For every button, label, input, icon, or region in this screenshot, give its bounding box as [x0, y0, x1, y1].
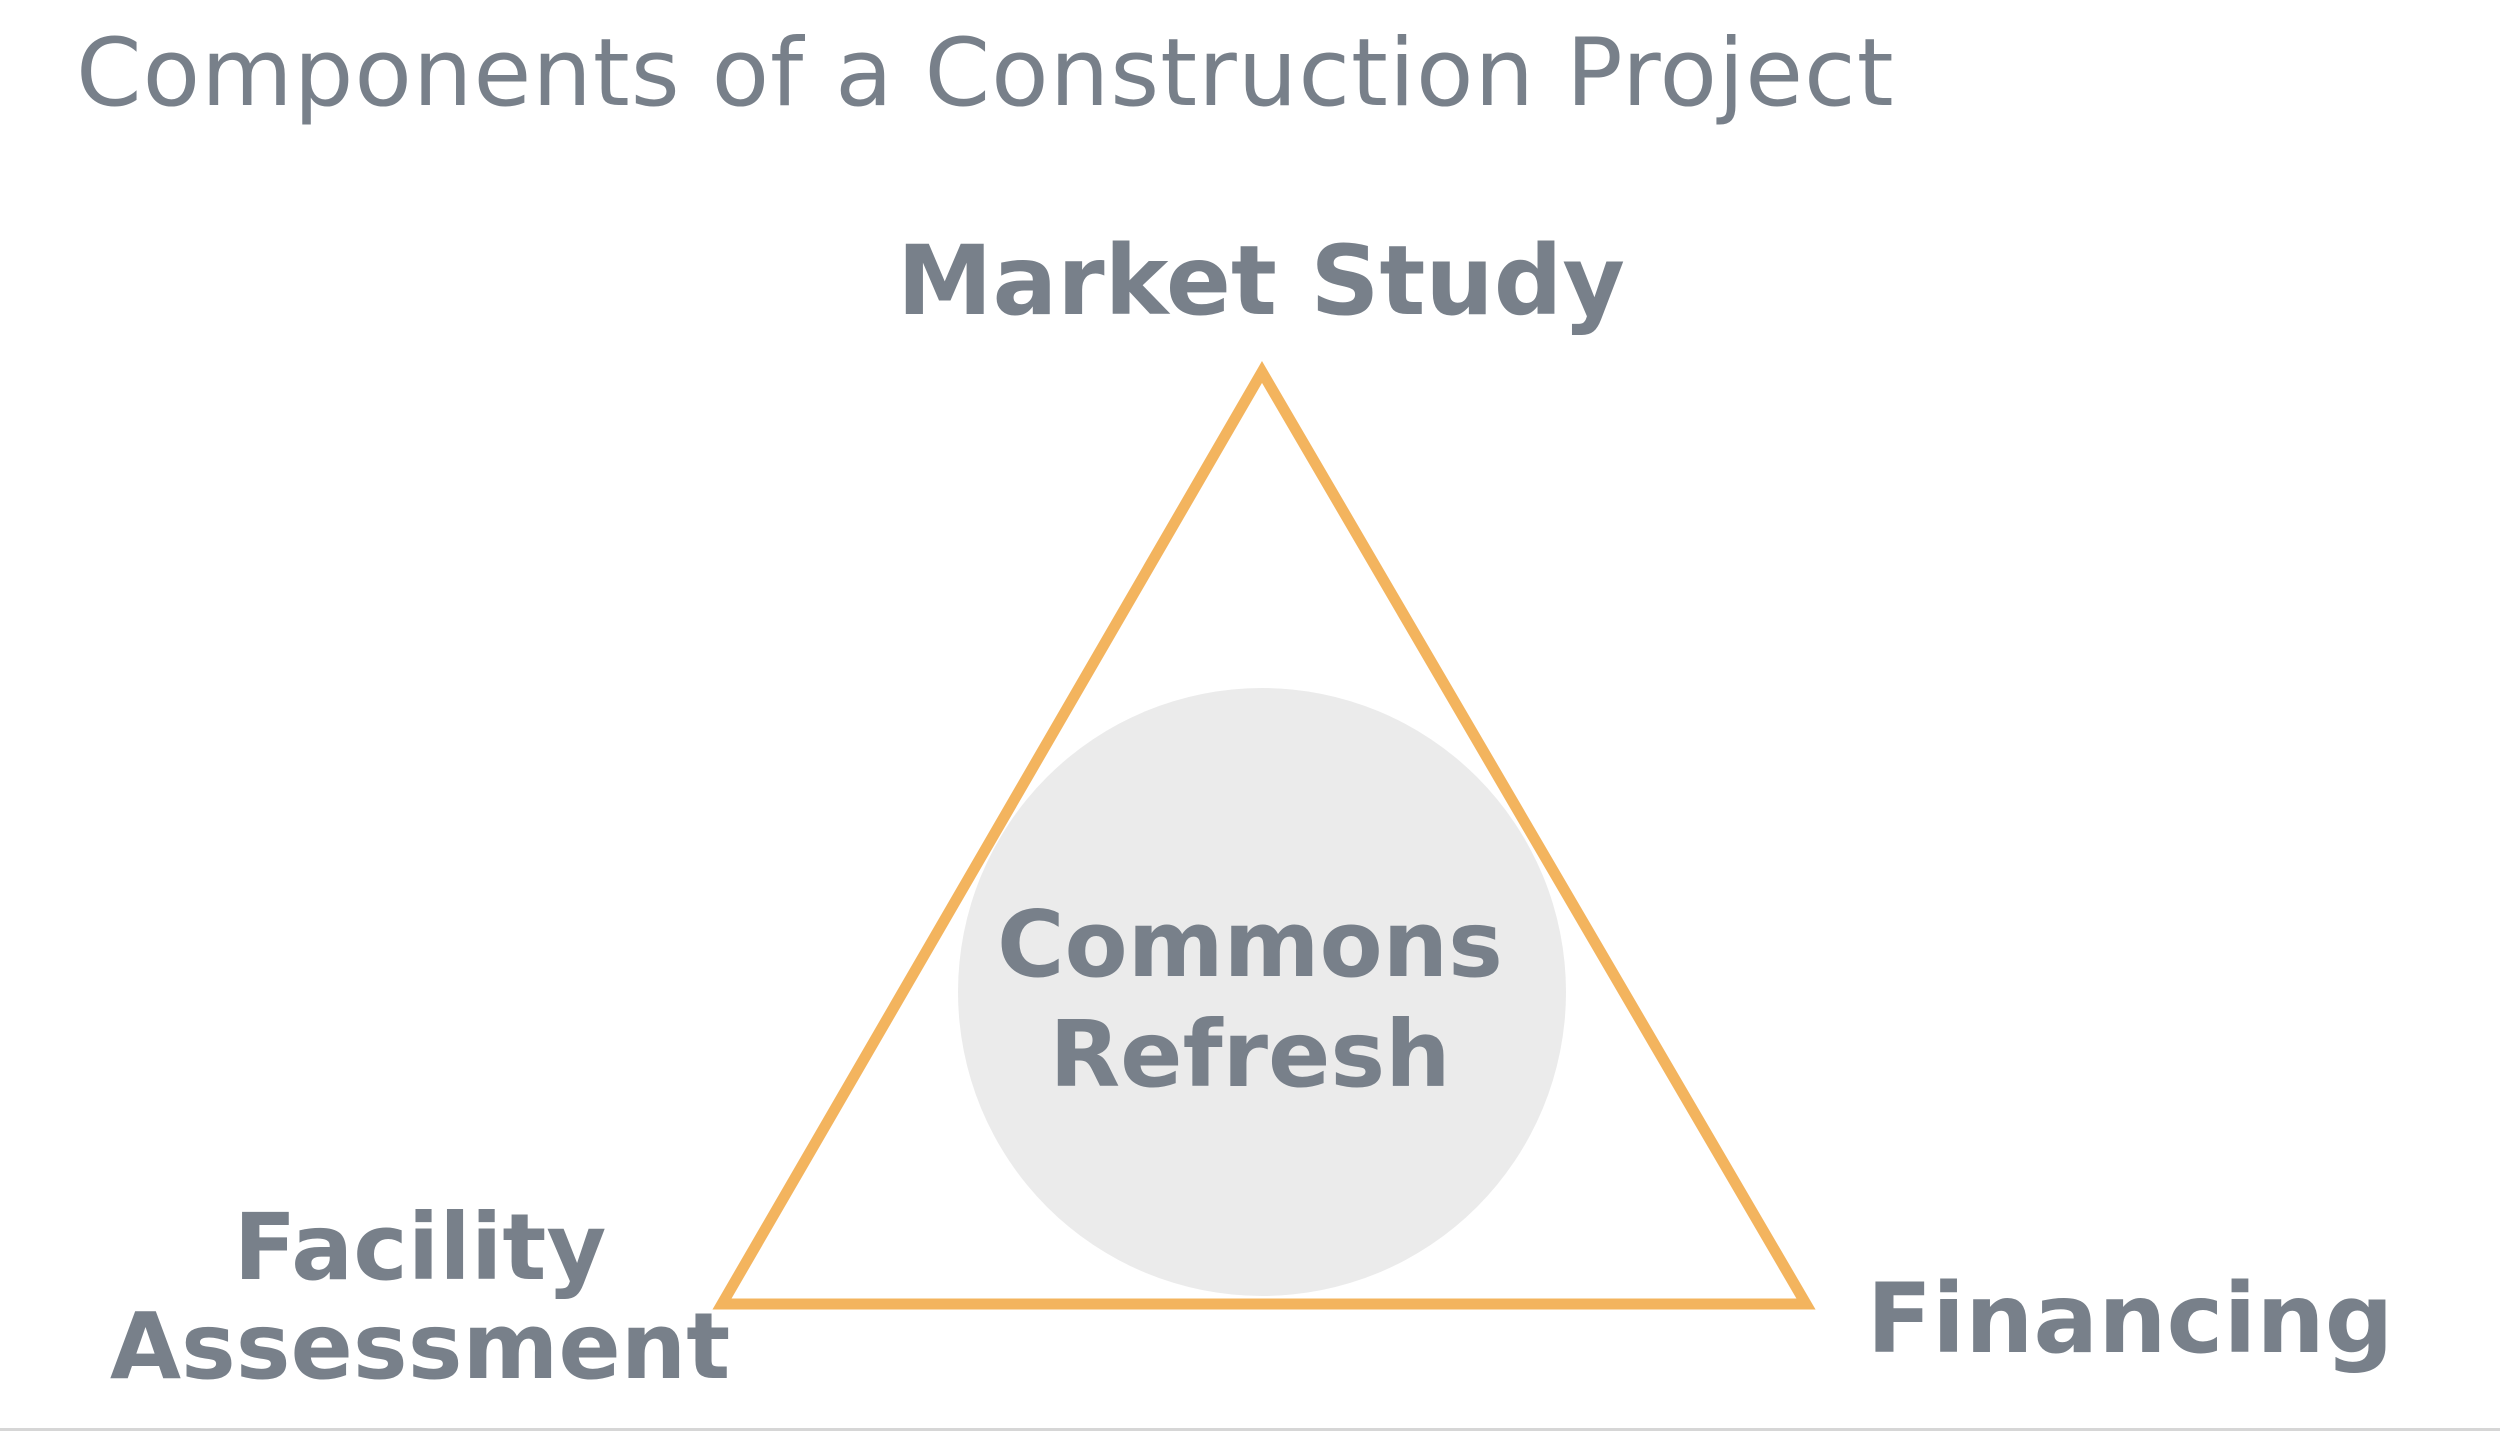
center-circle — [958, 688, 1566, 1296]
center-label-commons-refresh: Commons Refresh — [950, 890, 1550, 1111]
page-title: Components of a Construction Project — [76, 19, 1895, 128]
bottom-divider — [0, 1428, 2500, 1431]
center-label-line2: Refresh — [1049, 1001, 1451, 1109]
node-facility-assessment: Facility Assessment — [100, 1198, 740, 1397]
node-facility-assessment-line2: Assessment — [109, 1293, 731, 1401]
components-triangle — [712, 361, 1816, 1310]
node-financing: Financing — [1866, 1263, 2394, 1375]
node-facility-assessment-line1: Facility — [233, 1194, 607, 1301]
center-label-line1: Commons — [997, 891, 1503, 998]
node-market-study: Market Study — [896, 225, 1625, 337]
